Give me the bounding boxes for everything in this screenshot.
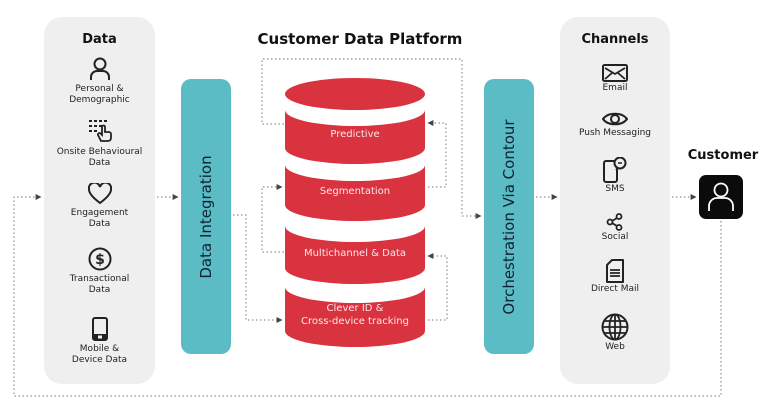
segment-label-clever-id: Clever ID & Cross-device tracking <box>301 303 409 327</box>
data-item-onsite: Onsite Behavioural Data <box>44 118 155 169</box>
data-panel-title: Data <box>82 32 117 47</box>
channels-panel-title: Channels <box>581 32 649 47</box>
connector-integration-to-clever <box>233 214 283 323</box>
data-integration-bar: Data Integration <box>181 79 231 354</box>
channel-item-label: SMS <box>605 184 625 194</box>
dollar-icon: $ <box>88 247 111 271</box>
channel-item-email: Email <box>560 64 670 94</box>
data-item-label: Engagement Data <box>70 208 129 229</box>
cylinder-segment-predictive <box>285 110 425 164</box>
cylinder-segment-multichannel <box>285 226 425 284</box>
data-item-label: Onsite Behavioural Data <box>56 147 143 168</box>
data-item-engagement: Engagement Data <box>44 183 155 230</box>
heart-icon <box>87 183 112 205</box>
cylinder-segment-clever-id <box>285 287 425 347</box>
data-item-mobile: Mobile & Device Data <box>44 317 155 366</box>
connector-multichannel-to-segmentation <box>261 184 284 253</box>
data-item-personal: Personal & Demographic <box>44 57 155 106</box>
channel-item-push: Push Messaging <box>560 111 670 139</box>
channel-item-label: Social <box>601 232 629 242</box>
connector-customer-feedback-loop <box>13 194 722 397</box>
customer-title: Customer <box>687 148 759 163</box>
cylinder-segment-segmentation <box>285 165 425 221</box>
channel-item-web: Web <box>560 313 670 353</box>
envelope-icon <box>602 64 628 82</box>
eye-icon <box>602 112 628 126</box>
data-item-label: Transactional Data <box>69 274 130 295</box>
mobile-icon <box>91 317 108 341</box>
data-item-label: Mobile & Device Data <box>71 344 128 365</box>
customer-box <box>699 175 743 219</box>
data-item-transactional: $ Transactional Data <box>44 247 155 296</box>
channel-item-sms: SMS <box>560 157 670 195</box>
touch-list-icon <box>88 120 112 142</box>
cdp-title: Customer Data Platform <box>257 30 463 48</box>
data-item-label: Personal & Demographic <box>69 84 130 105</box>
orchestration-bar: Orchestration Via Contour <box>484 79 534 354</box>
connector-clever-to-multichannel <box>427 253 448 321</box>
channel-item-social: Social <box>560 213 670 243</box>
sms-phone-icon <box>603 157 627 183</box>
user-icon <box>708 182 734 211</box>
data-panel: Data Personal & Demographic Onsite Behav… <box>44 17 155 384</box>
svg-text:$: $ <box>95 252 105 268</box>
person-icon <box>89 57 110 80</box>
channel-item-label: Push Messaging <box>578 128 652 138</box>
globe-icon <box>601 313 629 341</box>
channel-item-direct-mail: Direct Mail <box>560 259 670 295</box>
share-icon <box>606 213 623 231</box>
segment-label-multichannel: Multichannel & Data <box>303 248 407 259</box>
channels-panel: Channels Email Push Messaging SMS S <box>560 17 670 384</box>
cylinder-top-cap <box>285 78 425 110</box>
connector-segmentation-to-predictive <box>427 120 447 188</box>
segment-label-predictive: Predictive <box>330 129 380 140</box>
channel-item-label: Email <box>602 83 628 93</box>
orchestration-label: Orchestration Via Contour <box>500 118 518 315</box>
channel-item-label: Web <box>605 342 625 352</box>
segment-label-segmentation: Segmentation <box>319 186 391 197</box>
channel-item-label: Direct Mail <box>590 284 640 294</box>
document-icon <box>606 259 624 283</box>
